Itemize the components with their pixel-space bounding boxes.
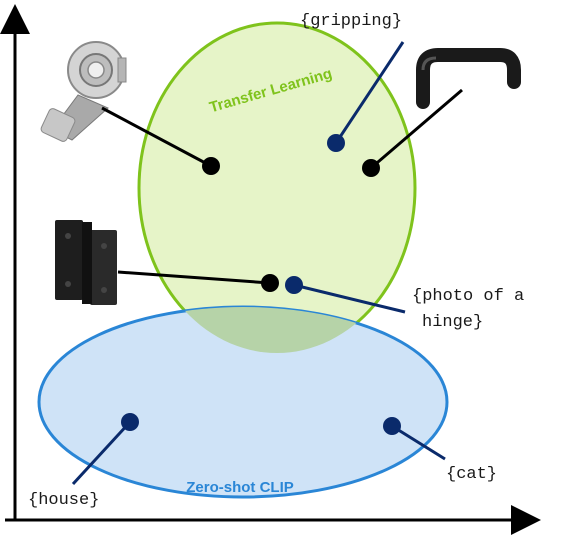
gripping-text: {gripping} [300,12,402,31]
cat-connector [391,424,446,461]
cat-point [383,417,401,435]
handle-connector [370,88,463,170]
handle-image [416,48,521,109]
photo-hinge-text-line2: hinge} [422,313,483,332]
house-point [121,413,139,431]
hinge-point [261,274,279,292]
rod-end-point [202,157,220,175]
hinge-image [55,220,117,305]
house-text: {house} [28,491,99,510]
hinge-connector [117,270,271,285]
photo-hinge-connector [293,283,406,314]
gripping-connector [334,41,405,144]
rod-end-bearing-image [40,41,127,142]
zero-shot-clip-label: Zero-shot CLIP [186,479,294,496]
rod-end-connector [101,106,212,168]
photo-hinge-text-line1: {photo of a [412,287,524,306]
gripping-point [327,134,345,152]
cat-text: {cat} [446,465,497,484]
house-connector [71,420,132,486]
photo-hinge-point [285,276,303,294]
handle-point [362,159,380,177]
